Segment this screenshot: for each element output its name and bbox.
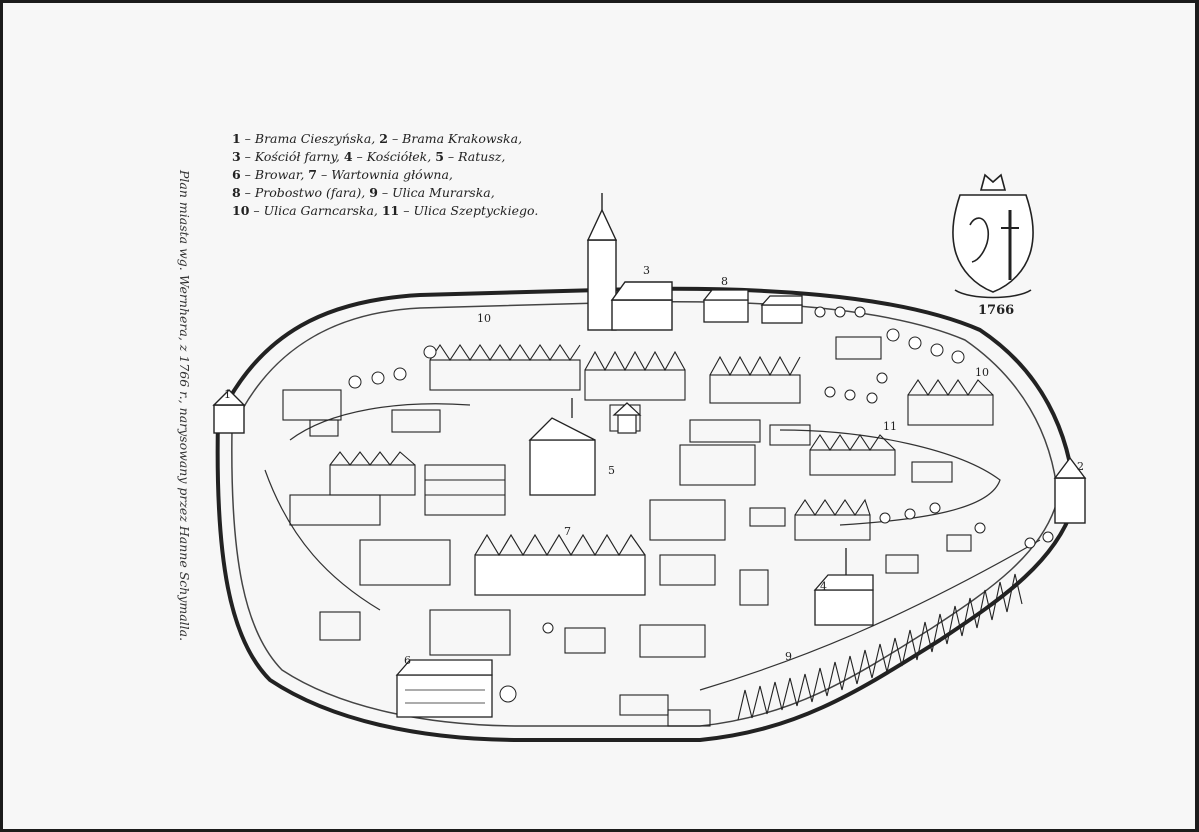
coat-of-arms-emblem: [952, 173, 1034, 299]
plan-number: 1: [224, 388, 231, 401]
plan-number: 5: [608, 464, 615, 477]
street-9-houses: [737, 573, 1023, 721]
plan-number: 10: [477, 312, 491, 325]
legend-line: 8 – Probostwo (fara), 9 – Ulica Murarska…: [232, 185, 495, 200]
street-ring: [264, 469, 381, 611]
house-rows: [282, 336, 994, 727]
market-well: [612, 402, 642, 434]
gate-cieszynska: [212, 389, 246, 434]
town-hall: [528, 398, 596, 496]
guardhouse-row: [474, 533, 646, 596]
town-wall: [215, 286, 1078, 742]
plan-number: 2: [1077, 460, 1084, 473]
street-ring: [779, 429, 1001, 526]
crest-year: 1766: [978, 303, 1014, 318]
gate-krakowska: [1053, 456, 1087, 524]
trees: [348, 306, 1054, 703]
plan-number: 4: [820, 580, 827, 593]
legend-line: 3 – Kościół farny, 4 – Kościółek, 5 – Ra…: [232, 149, 506, 164]
plan-number: 3: [643, 264, 650, 277]
plan-number: 10: [975, 366, 989, 379]
legend-line: 1 – Brama Cieszyńska, 2 – Brama Krakowsk…: [232, 131, 523, 146]
town-plan-drawing: 1 2 3 4 5 6 7 8 9 10 10 11 1766: [212, 173, 1087, 742]
street-murarska: [699, 539, 1041, 691]
street-ring: [289, 403, 471, 441]
plan-number: 9: [785, 650, 792, 663]
plan-number: 8: [721, 275, 728, 288]
parish-church: [586, 193, 673, 331]
small-church: [813, 548, 874, 626]
legend-line: 10 – Ulica Garncarska, 11 – Ulica Szepty…: [232, 203, 539, 218]
plan-number: 7: [564, 525, 571, 538]
parsonage: [702, 289, 803, 324]
map-caption: Plan miasta wg. Wernhera, z 1766 r., nar…: [177, 170, 192, 642]
brewery: [395, 659, 493, 718]
legend-line: 6 – Browar, 7 – Wartownia główna,: [232, 167, 453, 182]
plan-number: 6: [404, 654, 411, 667]
map-legend: 1 – Brama Cieszyńska, 2 – Brama Krakowsk…: [232, 130, 538, 220]
plan-number: 11: [883, 420, 897, 433]
